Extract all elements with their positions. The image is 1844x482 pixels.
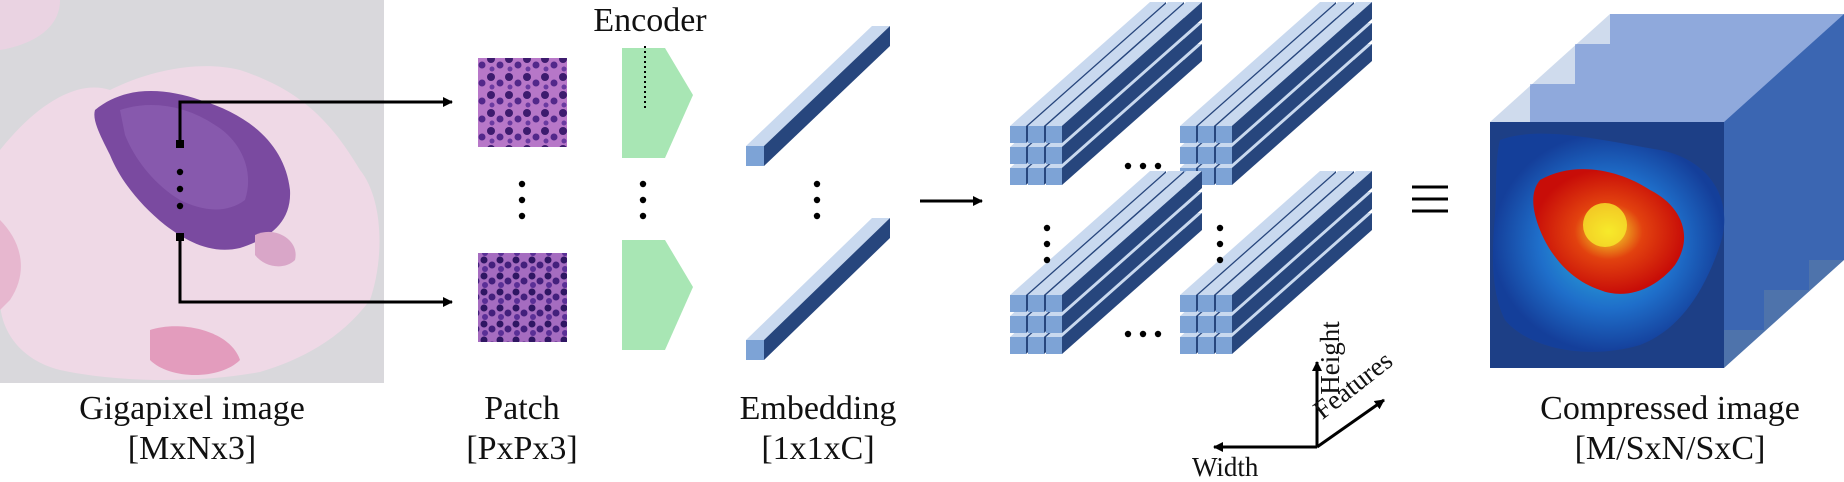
compressed-label: Compressed image [M/SxN/SxC] (1505, 389, 1835, 469)
embedding-grid (1010, 2, 1372, 354)
patch-vertical-ellipsis (518, 180, 526, 220)
axes-triad (1213, 361, 1385, 452)
grid-rod (1216, 171, 1372, 312)
patch-image-bottom (478, 253, 567, 342)
patch-image-top (478, 58, 567, 147)
gigapixel-slide-image (0, 0, 384, 383)
compressed-name: Compressed image (1540, 390, 1800, 427)
grid-rod (1046, 2, 1202, 143)
gigapixel-label: Gigapixel image [MxNx3] (32, 389, 352, 469)
encoder-shape-top (622, 48, 693, 158)
grid-rod (1216, 2, 1372, 143)
embedding-dims: [1x1xC] (761, 430, 875, 467)
axis-width-label: Width (1192, 452, 1259, 482)
encoder-shape-bottom (622, 240, 693, 350)
grid-rod (1046, 171, 1202, 312)
embedding-label: Embedding [1x1xC] (708, 389, 928, 469)
gigapixel-dims: [MxNx3] (127, 430, 257, 467)
compressed-image-cube (1490, 14, 1844, 368)
encoder-vertical-ellipsis (639, 180, 647, 220)
grid-ellipses (1043, 162, 1224, 338)
equivalence-symbol (1412, 185, 1448, 213)
slide-vertical-ellipsis (176, 140, 184, 241)
patch-extraction-connectors (178, 97, 453, 307)
gigapixel-name: Gigapixel image (79, 390, 305, 427)
encoder-label: Encoder (593, 2, 707, 39)
embedding-name: Embedding (739, 390, 897, 427)
patch-label: Patch [PxPx3] (432, 389, 612, 469)
embedding-rod-bottom (746, 218, 890, 360)
embedding-vertical-ellipsis (813, 180, 821, 220)
patch-name: Patch (484, 390, 560, 427)
patch-dims: [PxPx3] (466, 430, 578, 467)
embedding-rod-top (746, 26, 890, 166)
compressed-dims: [M/SxN/SxC] (1574, 430, 1766, 467)
